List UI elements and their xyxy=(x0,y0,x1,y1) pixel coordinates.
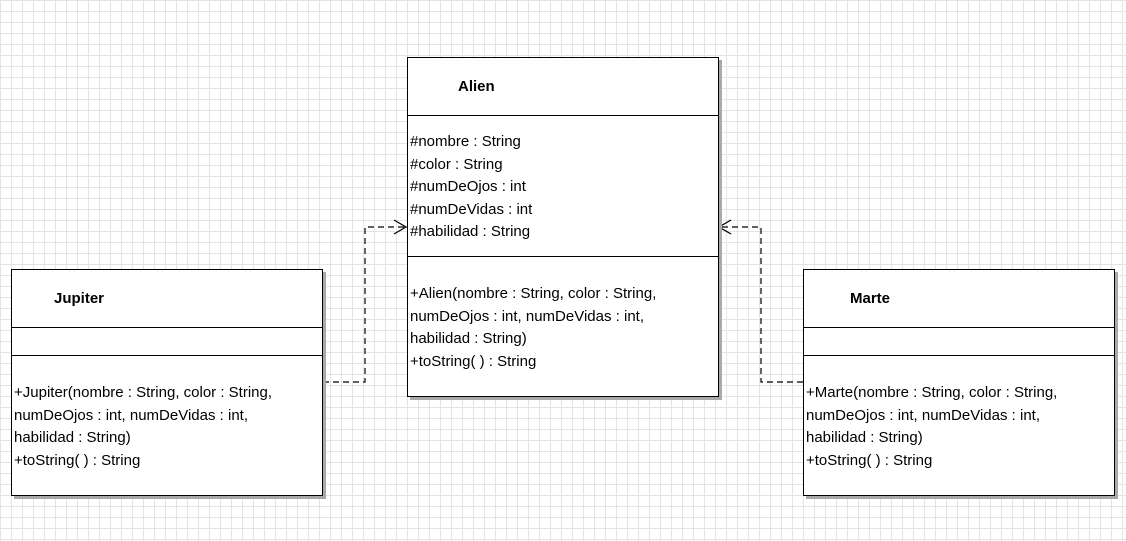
method-constructor-params: numDeOjos : int, numDeVidas : int, xyxy=(410,307,644,325)
method-constructor-params-end: habilidad : String) xyxy=(410,330,527,347)
method-constructor: +Alien(nombre : String, color : String, xyxy=(410,285,657,302)
class-name: Jupiter xyxy=(12,270,322,328)
attribute-numdevidas: #numDeVidas : int xyxy=(410,200,533,218)
attributes-compartment[interactable]: #nombre : String #color : String #numDeO… xyxy=(408,116,718,257)
class-alien[interactable]: Alien #nombre : String #color : String #… xyxy=(407,57,719,397)
method-constructor-params: numDeOjos : int, numDeVidas : int, xyxy=(14,406,248,424)
open-arrowhead-icon xyxy=(393,219,408,235)
attributes-compartment[interactable] xyxy=(804,328,1114,356)
attribute-nombre: #nombre : String xyxy=(410,133,521,150)
method-constructor: +Marte(nombre : String, color : String, xyxy=(806,384,1058,401)
class-jupiter[interactable]: Jupiter +Jupiter(nombre : String, color … xyxy=(11,269,323,496)
attribute-color: #color : String xyxy=(410,155,503,173)
attribute-habilidad: #habilidad : String xyxy=(410,223,531,240)
method-tostring: +toString( ) : String xyxy=(806,451,933,469)
methods-compartment[interactable]: +Alien(nombre : String, color : String, … xyxy=(408,257,718,373)
class-name: Alien xyxy=(408,58,718,116)
method-constructor: +Jupiter(nombre : String, color : String… xyxy=(14,384,273,401)
method-tostring: +toString( ) : String xyxy=(14,451,141,469)
method-tostring: +toString( ) : String xyxy=(410,352,537,370)
open-arrowhead-icon xyxy=(717,219,732,235)
jupiter-to-alien-dependency[interactable] xyxy=(323,219,408,383)
attributes-compartment[interactable] xyxy=(12,328,322,356)
methods-compartment[interactable]: +Jupiter(nombre : String, color : String… xyxy=(12,356,322,472)
method-constructor-params-end: habilidad : String) xyxy=(14,429,131,446)
method-constructor-params: numDeOjos : int, numDeVidas : int, xyxy=(806,406,1040,424)
methods-compartment[interactable]: +Marte(nombre : String, color : String, … xyxy=(804,356,1114,472)
attribute-numdeojos: #numDeOjos : int xyxy=(410,178,526,195)
marte-to-alien-dependency[interactable] xyxy=(717,219,803,383)
class-name: Marte xyxy=(804,270,1114,328)
method-constructor-params-end: habilidad : String) xyxy=(806,429,923,446)
class-marte[interactable]: Marte +Marte(nombre : String, color : St… xyxy=(803,269,1115,496)
